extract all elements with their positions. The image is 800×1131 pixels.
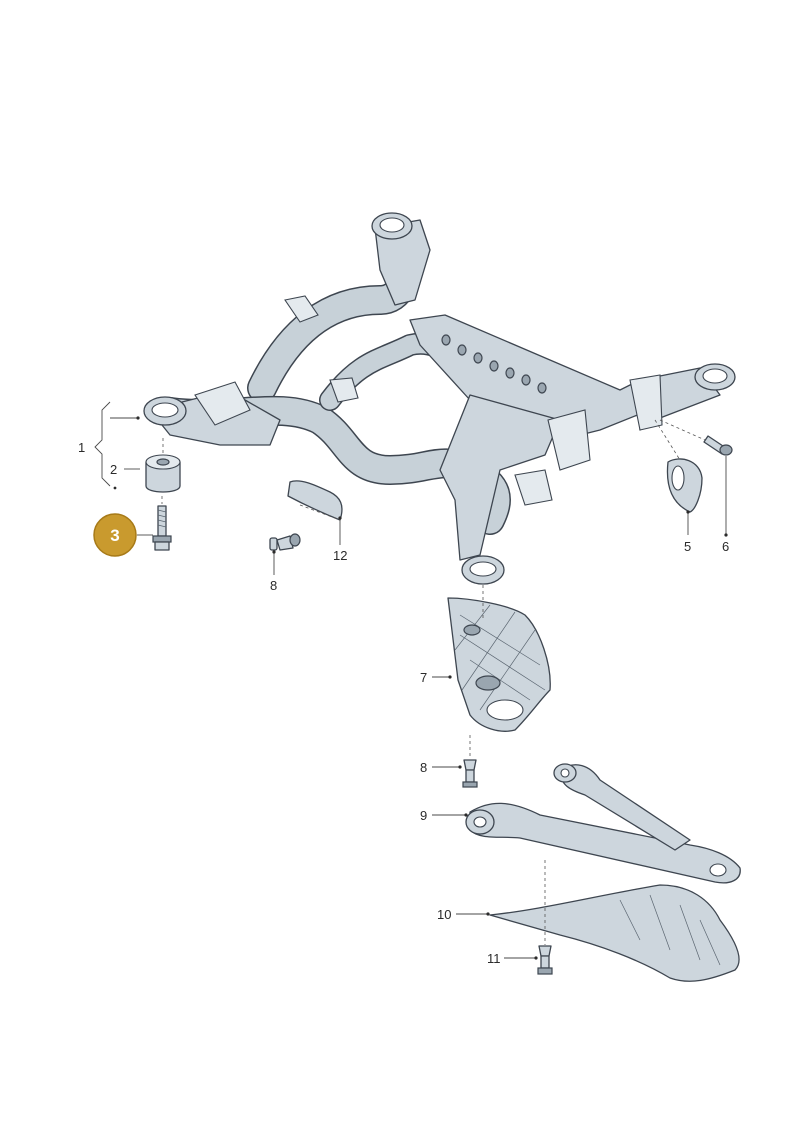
bracket-5: [666, 458, 703, 513]
callout-12: 12: [333, 516, 347, 563]
callout-6: 6: [722, 456, 729, 554]
callout-10: 10: [437, 907, 490, 922]
svg-text:5: 5: [684, 539, 691, 554]
left-front-mount: [143, 381, 281, 446]
rail-holes: [441, 334, 547, 394]
underbody-cover: [447, 597, 551, 732]
svg-text:6: 6: [722, 539, 729, 554]
screw-6: [703, 435, 733, 456]
svg-text:2: 2: [110, 462, 117, 477]
bottom-front-mount: [461, 555, 505, 585]
bolt-11: [537, 945, 553, 975]
callout-8-lower: 8: [420, 760, 462, 775]
rear-subframe: [143, 212, 736, 585]
callout-8-upper: 8: [270, 550, 277, 593]
small-heat-shield: [287, 480, 343, 521]
callout-1: 1: [78, 401, 140, 490]
subframe-bolt: [152, 505, 172, 551]
svg-text:7: 7: [420, 670, 427, 685]
callout-5: 5: [684, 510, 691, 554]
callout-9: 9: [420, 808, 468, 823]
svg-text:11: 11: [487, 951, 501, 966]
svg-text:9: 9: [420, 808, 427, 823]
bolt-lower: [462, 759, 478, 788]
callout-2: 2: [110, 462, 140, 477]
callout-7: 7: [420, 670, 452, 685]
svg-text:1: 1: [78, 440, 85, 455]
bolt-upper: [269, 533, 301, 551]
subframe-bushing: [145, 454, 181, 493]
svg-text:8: 8: [420, 760, 427, 775]
svg-text:12: 12: [333, 548, 347, 563]
callout-11: 11: [487, 951, 538, 966]
control-arm: [465, 763, 741, 884]
arm-cover: [489, 884, 740, 982]
top-mount: [371, 212, 431, 306]
assembly-lines: [161, 419, 706, 945]
svg-text:3: 3: [110, 526, 119, 545]
callout-3-highlight[interactable]: 3: [93, 513, 153, 557]
svg-text:10: 10: [437, 907, 451, 922]
svg-text:8: 8: [270, 578, 277, 593]
